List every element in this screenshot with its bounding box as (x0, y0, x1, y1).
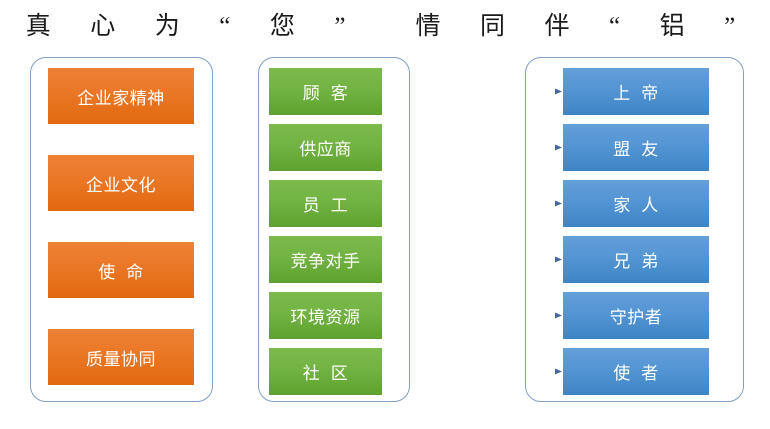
node-stakeholder-4[interactable]: 竞争对手 (269, 236, 382, 283)
node-stakeholder-3[interactable]: 员 工 (269, 180, 382, 227)
node-values-2[interactable]: 企业文化 (48, 155, 194, 211)
group-container-values (30, 57, 213, 402)
node-role-6[interactable]: 使 者 (563, 348, 709, 395)
node-role-5[interactable]: 守护者 (563, 292, 709, 339)
node-role-2[interactable]: 盟 友 (563, 124, 709, 171)
node-values-3[interactable]: 使 命 (48, 242, 194, 298)
node-stakeholder-1[interactable]: 顾 客 (269, 68, 382, 115)
node-values-1[interactable]: 企业家精神 (48, 68, 194, 124)
node-role-4[interactable]: 兄 弟 (563, 236, 709, 283)
node-stakeholder-6[interactable]: 社 区 (269, 348, 382, 395)
page-title: 真 心 为 “ 您 ” 情 同 伴 “ 铝 ” (25, 13, 745, 40)
node-role-1[interactable]: 上 帝 (563, 68, 709, 115)
node-values-4[interactable]: 质量协同 (48, 329, 194, 385)
node-role-3[interactable]: 家 人 (563, 180, 709, 227)
node-stakeholder-2[interactable]: 供应商 (269, 124, 382, 171)
group-container-stakeholders (258, 57, 410, 402)
group-container-roles (525, 57, 744, 402)
node-stakeholder-5[interactable]: 环境资源 (269, 292, 382, 339)
